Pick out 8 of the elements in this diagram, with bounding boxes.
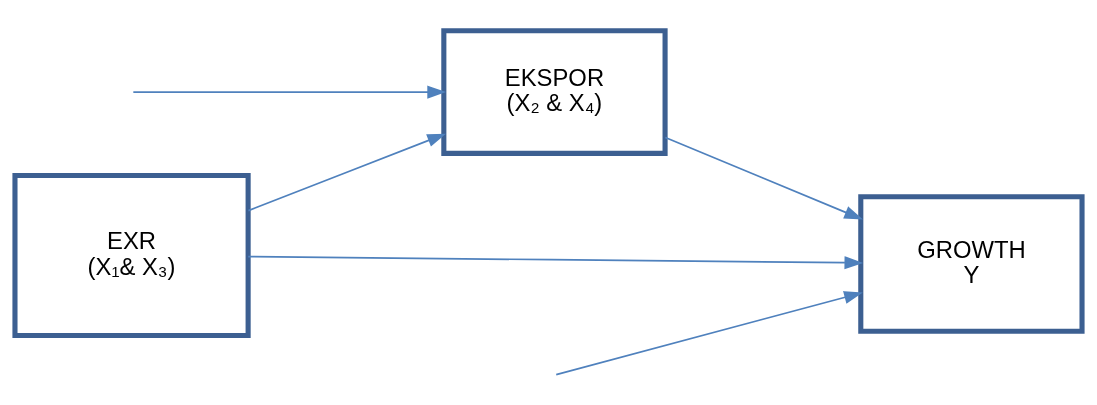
arrow bbox=[132, 85, 447, 99]
arrow bbox=[247, 255, 864, 269]
arrow bbox=[555, 290, 863, 375]
node-box: EXR (X₁& X₃) bbox=[12, 172, 251, 338]
node-box: EKSPOR (X₂ & X₄) bbox=[441, 27, 668, 156]
node-box: GROWTH Y bbox=[858, 193, 1085, 334]
arrow bbox=[664, 136, 863, 220]
arrow bbox=[247, 133, 446, 211]
